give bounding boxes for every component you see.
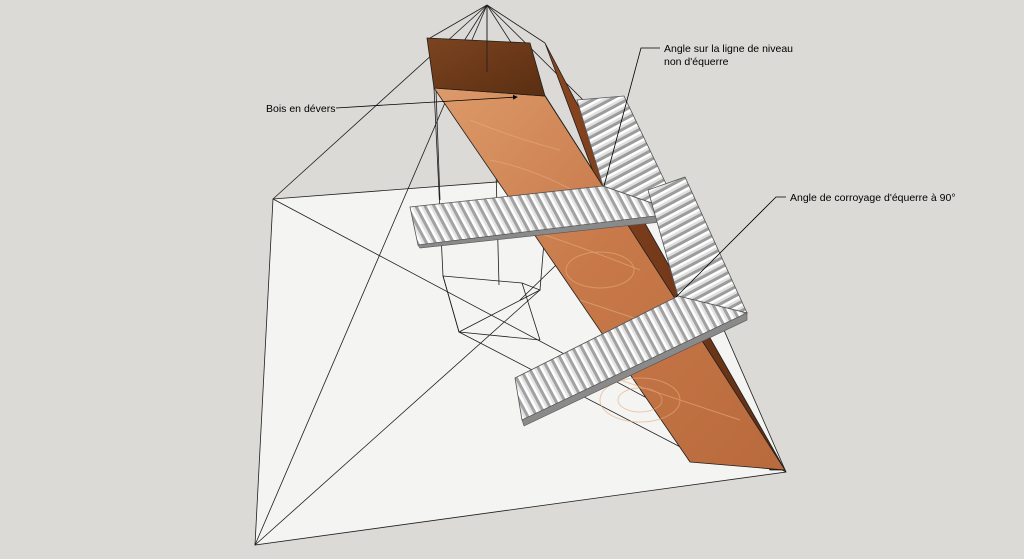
template-square-angle xyxy=(514,176,749,427)
label-square-angle: Angle de corroyage d'équerre à 90° xyxy=(790,192,956,204)
leader-square-angle xyxy=(675,196,786,298)
label-timber: Bois en dévers xyxy=(266,103,335,115)
label-level-angle-2: non d'équerre xyxy=(664,56,729,68)
timber-top-face xyxy=(426,37,546,97)
label-level-angle-1: Angle sur la ligne de niveau xyxy=(664,43,793,55)
leader-level-angle xyxy=(603,47,660,187)
leader-timber xyxy=(335,94,518,109)
leader-lines xyxy=(335,47,786,298)
timber-side-face xyxy=(544,42,786,471)
